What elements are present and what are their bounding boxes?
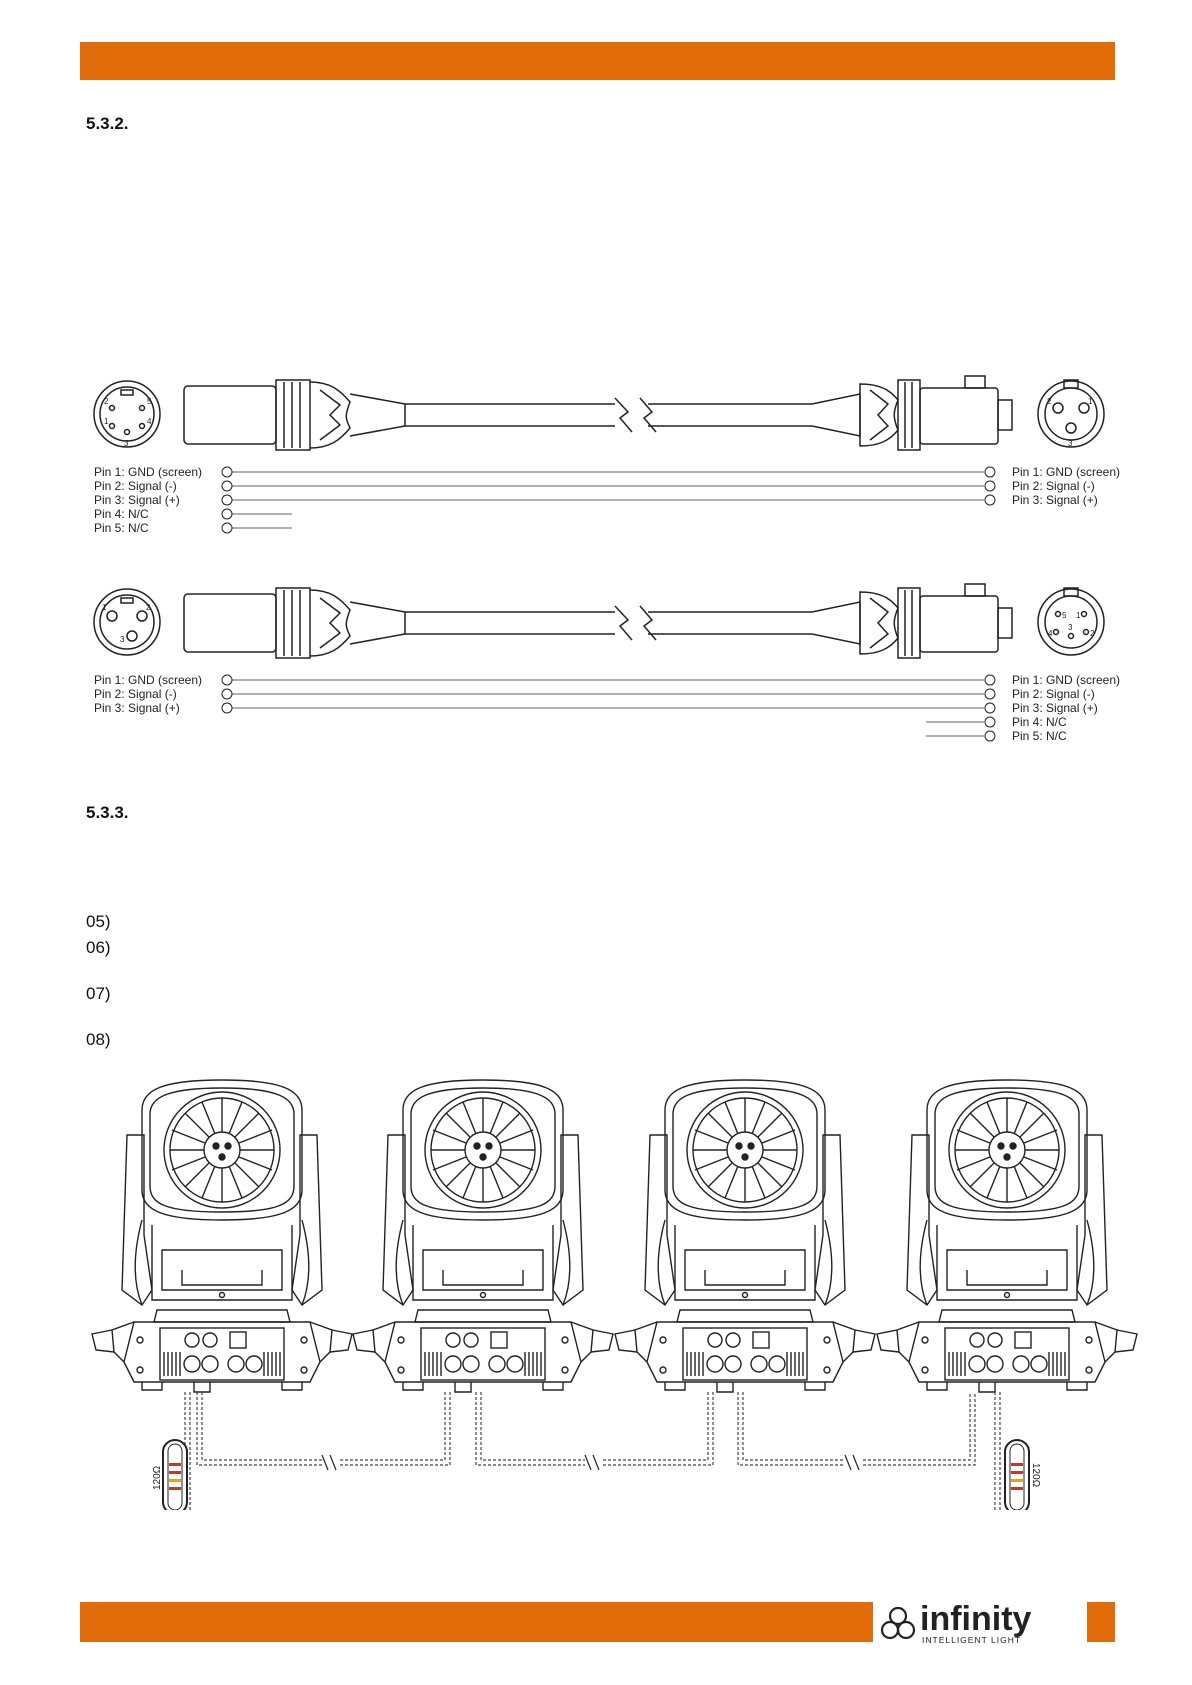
pin-number-3: 3 xyxy=(1068,439,1073,448)
brand-tagline: INTELLIGENT LIGHT xyxy=(922,1635,1021,1645)
left-pin-label: Pin 5: N/C xyxy=(94,521,149,535)
dmx-chain-illustration: 120Ω 120Ω xyxy=(91,1079,1138,1510)
pin-number-5: 5 xyxy=(1062,611,1067,620)
xlr-female-plug-icon xyxy=(811,583,1013,659)
xlr3-male-face-icon xyxy=(93,588,161,656)
footer-tab xyxy=(1087,1602,1115,1642)
right-pin-label: Pin 5: N/C xyxy=(1012,729,1067,743)
right-pin-label: Pin 3: Signal (+) xyxy=(1012,701,1098,715)
pin-number-2: 2 xyxy=(146,603,151,612)
step-number: 05) xyxy=(86,912,111,931)
section-number-532: 5.3.2. xyxy=(86,114,129,133)
right-pin-label: Pin 1: GND (screen) xyxy=(1012,673,1120,687)
pin-number-2: 2 xyxy=(1090,629,1095,638)
xlr-male-plug-icon xyxy=(183,587,406,659)
right-pin-label: Pin 3: Signal (+) xyxy=(1012,493,1098,507)
left-pin-label: Pin 2: Signal (-) xyxy=(94,687,177,701)
pin-number-3: 3 xyxy=(120,635,125,644)
right-pin-label: Pin 2: Signal (-) xyxy=(1012,687,1095,701)
step-number: 08) xyxy=(86,1030,111,1049)
pin-number-1: 1 xyxy=(104,417,109,426)
pin-number-5: 5 xyxy=(147,397,152,406)
cable-diagram-3pin-to-5pin: 1 2 3 5 1 4 3 2 Pin 1: GND (screen) Pin … xyxy=(93,583,1120,743)
brand-mark-icon xyxy=(880,1606,916,1640)
terminator-left-icon: 120Ω xyxy=(152,1439,188,1510)
xlr3-female-face-icon xyxy=(1037,379,1105,448)
terminator-right-icon: 120Ω xyxy=(1004,1439,1041,1510)
right-pin-label: Pin 1: GND (screen) xyxy=(1012,465,1120,479)
section-number-533: 5.3.3. xyxy=(86,803,129,822)
right-pin-label: Pin 2: Signal (-) xyxy=(1012,479,1095,493)
right-pin-label: Pin 4: N/C xyxy=(1012,715,1067,729)
pin-number-4: 4 xyxy=(1048,629,1053,638)
pin-number-2: 2 xyxy=(104,397,109,406)
pin-number-1: 1 xyxy=(1088,397,1093,406)
pin-number-3: 3 xyxy=(1068,623,1073,632)
brand-logo: infinity INTELLIGENT LIGHT xyxy=(880,1600,1080,1648)
step-number: 06) xyxy=(86,938,111,957)
brand-name: infinity xyxy=(920,1600,1032,1638)
pin-number-3: 3 xyxy=(124,439,129,448)
left-pin-label: Pin 3: Signal (+) xyxy=(94,493,180,507)
xlr5-male-face-icon xyxy=(93,380,161,448)
pin-number-1: 1 xyxy=(102,603,107,612)
left-pin-label: Pin 1: GND (screen) xyxy=(94,673,202,687)
xlr5-female-face-icon xyxy=(1037,587,1105,656)
terminator-label: 120Ω xyxy=(152,1465,163,1490)
left-pin-label: Pin 2: Signal (-) xyxy=(94,479,177,493)
left-pin-label: Pin 4: N/C xyxy=(94,507,149,521)
step-number: 07) xyxy=(86,984,111,1003)
terminator-label: 120Ω xyxy=(1030,1463,1041,1488)
left-pin-label: Pin 1: GND (screen) xyxy=(94,465,202,479)
xlr-male-plug-icon xyxy=(183,379,406,451)
pin-number-1: 1 xyxy=(1076,611,1081,620)
left-pin-label: Pin 3: Signal (+) xyxy=(94,701,180,715)
footer-bar xyxy=(80,1602,873,1642)
header-bar xyxy=(80,42,1115,80)
xlr-female-plug-icon xyxy=(811,375,1013,451)
pin-number-4: 4 xyxy=(147,417,152,426)
cable-diagram-5pin-to-3pin: 1 2 3 4 5 2 1 3 Pin 1: GND (screen) Pin … xyxy=(93,375,1120,535)
pin-number-2: 2 xyxy=(1047,397,1052,406)
